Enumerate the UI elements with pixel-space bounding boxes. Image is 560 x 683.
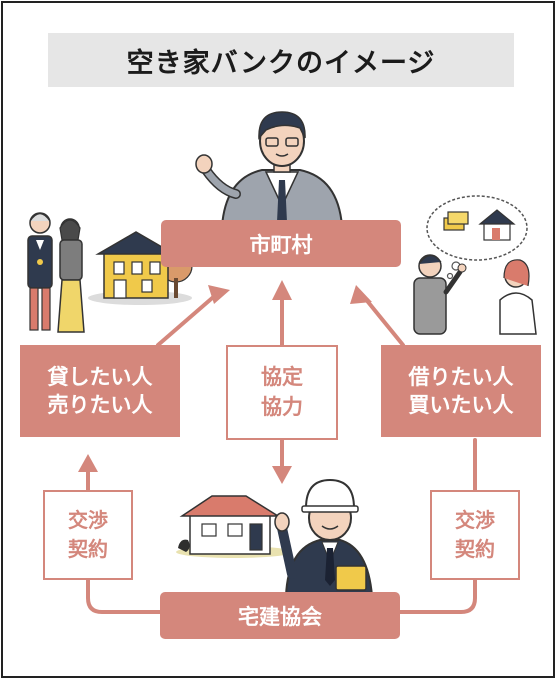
buyer-box: 借りたい人 買いたい人 <box>381 345 541 437</box>
arrowhead-city-left <box>208 285 230 304</box>
cooperation-line-1: 協定 <box>261 365 303 390</box>
arrowhead-association-center <box>272 466 292 484</box>
left-contract-line-2: 契約 <box>68 537 108 561</box>
right-contract-line-2: 契約 <box>455 537 495 561</box>
title-banner: 空き家バンクのイメージ <box>48 33 514 87</box>
elderly-couple-illustration <box>27 212 85 333</box>
realtor-illustration <box>274 478 374 597</box>
official-illustration <box>195 111 344 228</box>
seller-line-2: 売りたい人 <box>47 393 153 417</box>
arrowhead-seller-bottom <box>78 454 98 472</box>
cooperation-line-2: 協力 <box>261 394 303 419</box>
connectors <box>86 288 477 614</box>
cooperation-box: 協定 協力 <box>226 345 338 440</box>
orange-house-illustration <box>176 495 292 558</box>
buyer-line-2: 買いたい人 <box>408 393 514 417</box>
left-contract-line-1: 交渉 <box>68 508 108 532</box>
seller-line-1: 貸したい人 <box>47 364 153 389</box>
city-box: 市町村 <box>161 220 401 267</box>
arrow-association-to-seller <box>86 578 162 614</box>
arrowheads <box>78 280 372 484</box>
right-contract-box: 交渉 契約 <box>430 490 520 580</box>
young-couple-illustration <box>413 195 537 335</box>
buyer-line-1: 借りたい人 <box>408 364 514 389</box>
arrowhead-city-right <box>350 285 372 304</box>
yellow-house-illustration <box>88 231 193 305</box>
right-contract-line-1: 交渉 <box>455 508 495 532</box>
city-label: 市町村 <box>249 232 313 257</box>
left-contract-box: 交渉 契約 <box>43 490 133 580</box>
arrowhead-city-center <box>272 280 292 300</box>
page-title: 空き家バンクのイメージ <box>126 47 436 79</box>
seller-box: 貸したい人 売りたい人 <box>20 345 180 437</box>
association-box: 宅建協会 <box>160 592 400 639</box>
arrow-seller-to-city <box>156 291 220 347</box>
association-label: 宅建協会 <box>238 604 322 629</box>
arrow-buyer-to-city <box>362 295 405 347</box>
